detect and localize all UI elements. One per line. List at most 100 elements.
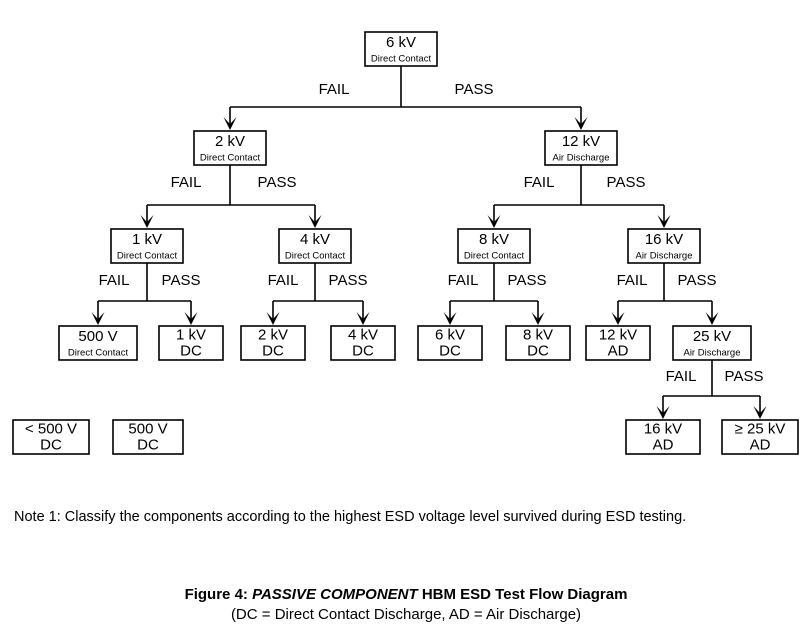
node-box[interactable] xyxy=(672,325,752,361)
node-title: 16 kV xyxy=(644,420,682,437)
node-n6kv[interactable]: 6 kV Direct Contact xyxy=(364,31,438,67)
node-subtitle: Air Discharge xyxy=(635,251,692,262)
caption-italic-text: PASSIVE COMPONENT xyxy=(252,586,418,603)
arrow-head-icon xyxy=(266,312,280,325)
node-box[interactable] xyxy=(112,419,184,455)
node-box[interactable] xyxy=(240,325,306,361)
node-n500vDC[interactable]: 500 VDC xyxy=(112,419,184,455)
node-box[interactable] xyxy=(457,228,531,264)
figure-caption-title: Figure 4: PASSIVE COMPONENT HBM ESD Test… xyxy=(0,586,812,603)
node-n500vLT[interactable]: < 500 VDC xyxy=(12,419,90,455)
arrow-head-icon xyxy=(657,215,671,228)
edge-label-pass: PASS xyxy=(607,174,646,191)
edge-label-fail: FAIL xyxy=(268,272,299,289)
node-subtitle: AD xyxy=(653,436,674,453)
figure-caption-legend: (DC = Direct Contact Discharge, AD = Air… xyxy=(230,606,582,623)
node-subtitle: Direct Contact xyxy=(285,251,346,262)
node-subtitle: AD xyxy=(750,436,771,453)
node-box[interactable] xyxy=(58,325,138,361)
node-title: 6 kV xyxy=(435,326,465,343)
node-box[interactable] xyxy=(721,419,799,455)
arrow-head-icon xyxy=(574,117,588,130)
arrow-head-icon xyxy=(487,215,501,228)
node-box[interactable] xyxy=(278,228,352,264)
edge-label-fail: FAIL xyxy=(524,174,555,191)
node-subtitle: DC xyxy=(439,342,461,359)
arrow-head-icon xyxy=(443,312,457,325)
arrow-head-icon xyxy=(611,312,625,325)
node-box[interactable] xyxy=(544,130,618,166)
node-title: 4 kV xyxy=(348,326,378,343)
edge-label-fail: FAIL xyxy=(171,174,202,191)
node-subtitle: DC xyxy=(262,342,284,359)
node-n25kv[interactable]: 25 kV Air Discharge xyxy=(672,325,752,361)
node-subtitle: Air Discharge xyxy=(552,153,609,164)
arrow-head-icon xyxy=(753,406,767,419)
edge-label-fail: FAIL xyxy=(448,272,479,289)
caption-prefix: Figure 4: xyxy=(184,586,253,603)
node-box[interactable] xyxy=(330,325,396,361)
node-box[interactable] xyxy=(417,325,483,361)
node-title: 500 V xyxy=(78,328,117,345)
node-title: 6 kV xyxy=(386,34,416,51)
node-subtitle: Air Discharge xyxy=(683,348,740,359)
node-subtitle: AD xyxy=(608,342,629,359)
arrow-head-icon xyxy=(91,312,105,325)
node-box[interactable] xyxy=(12,419,90,455)
caption-suffix: HBM ESD Test Flow Diagram xyxy=(417,586,628,603)
node-title: 25 kV xyxy=(693,328,731,345)
arrow-head-icon xyxy=(308,215,322,228)
arrow-head-icon xyxy=(656,406,670,419)
edge-label-fail: FAIL xyxy=(319,81,350,98)
node-title: ≥ 25 kV xyxy=(735,420,786,437)
node-title: 1 kV xyxy=(176,326,206,343)
edge-label-pass: PASS xyxy=(678,272,717,289)
node-box[interactable] xyxy=(110,228,184,264)
node-title: 1 kV xyxy=(132,231,162,248)
note-1-text: Note 1: Classify the components accordin… xyxy=(14,509,687,525)
node-n12kv[interactable]: 12 kV Air Discharge xyxy=(544,130,618,166)
node-box[interactable] xyxy=(625,419,701,455)
node-subtitle: DC xyxy=(527,342,549,359)
edge-label-pass: PASS xyxy=(258,174,297,191)
node-title: 8 kV xyxy=(523,326,553,343)
edge-label-fail: FAIL xyxy=(99,272,130,289)
node-box[interactable] xyxy=(585,325,651,361)
arrow-head-icon xyxy=(356,312,370,325)
node-box[interactable] xyxy=(193,130,267,166)
arrow-head-icon xyxy=(184,312,198,325)
node-box[interactable] xyxy=(364,31,438,67)
node-subtitle: DC xyxy=(137,436,159,453)
node-box[interactable] xyxy=(505,325,571,361)
node-title: 12 kV xyxy=(562,133,600,150)
branch-b2: FAIL PASS xyxy=(487,165,671,228)
node-subtitle: DC xyxy=(40,436,62,453)
node-subtitle: DC xyxy=(180,342,202,359)
node-subtitle: Direct Contact xyxy=(371,54,432,65)
node-box[interactable] xyxy=(158,325,224,361)
node-box[interactable] xyxy=(627,228,701,264)
